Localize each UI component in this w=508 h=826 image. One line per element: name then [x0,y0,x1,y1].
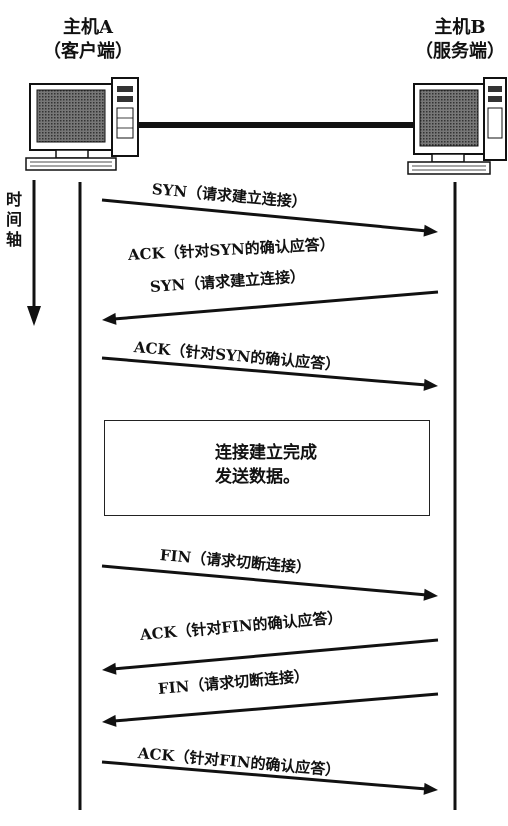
network-cable [138,122,414,128]
message-arrow-head [102,662,117,675]
host-b-label: 主机B （服务端） [400,16,508,64]
message-arrow-line [110,638,439,671]
time-axis-arrow [27,180,41,326]
host-a-role: （客户端） [43,41,133,62]
message-arrow-head [102,312,117,325]
status-text: 连接建立完成 发送数据。 [215,441,317,489]
message-arrow-head [423,224,438,237]
data-transfer-box: 连接建立完成 发送数据。 [104,420,430,516]
message-arrow-head [423,588,438,601]
status-line-2: 发送数据。 [215,467,300,487]
message-arrow-line [101,760,430,791]
status-line-1: 连接建立完成 [215,443,317,463]
host-a-name: 主机A [63,17,113,38]
message-arrow-head [102,714,117,727]
message-arrow-line [101,198,430,233]
message-arrow-head [423,782,438,795]
message-arrow-line [101,564,430,597]
server-computer-icon [407,77,507,175]
message-arrow-line [101,356,430,387]
host-b-role: （服务端） [415,41,505,62]
client-computer-icon [25,77,139,171]
host-b-name: 主机B [434,17,486,38]
message-arrow-line [110,692,439,723]
time-axis-text: 时 间 轴 [5,190,22,249]
message-arrow-line [110,290,439,321]
time-axis-label: 时 间 轴 [4,190,24,250]
message-arrow-head [423,378,438,391]
message-arrows [101,198,439,795]
host-a-label: 主机A （客户端） [28,16,148,64]
